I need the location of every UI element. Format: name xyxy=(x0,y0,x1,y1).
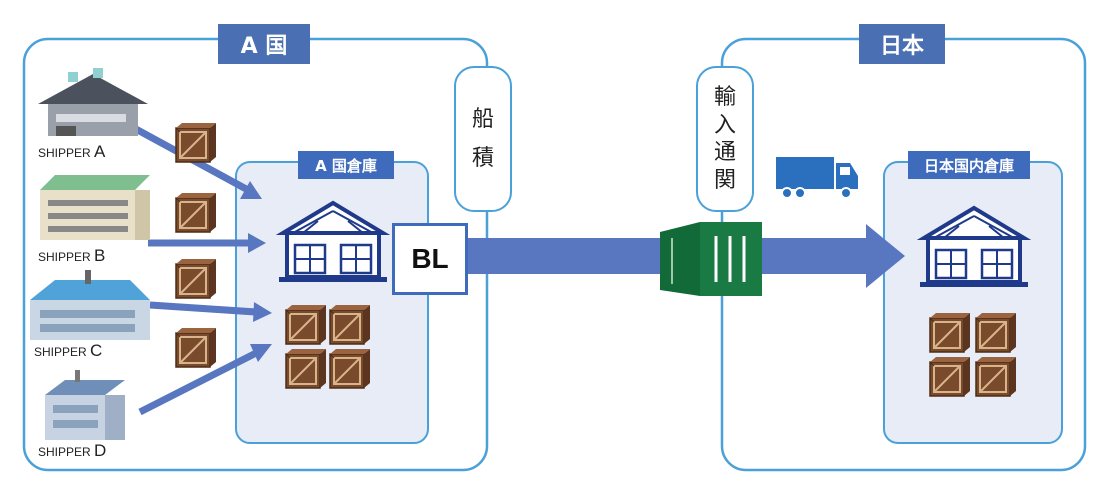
bill-of-lading-label: BL xyxy=(392,223,468,295)
shipper-letter: B xyxy=(94,246,106,265)
destination-region-title: 日本 xyxy=(859,24,945,64)
origin-crate-3 xyxy=(285,348,327,389)
crate-icon-shipper-d xyxy=(175,327,217,368)
crate-icon-shipper-c xyxy=(175,258,217,299)
import-clearance-char-1: 輸 xyxy=(713,85,736,110)
truck-icon xyxy=(776,157,858,199)
import-clearance-char-4: 関 xyxy=(713,167,736,193)
import-clearance-step-box: 輸 入 通 関 xyxy=(696,66,754,212)
crate-icon-shipper-a xyxy=(175,122,217,163)
shipper-prefix: SHIPPER xyxy=(38,250,95,264)
shipper-label-a: SHIPPER A xyxy=(38,142,105,162)
destination-crate-3 xyxy=(929,356,971,397)
arrow-shipper-c xyxy=(149,301,257,316)
loading-step-box: 船 積 xyxy=(454,66,512,212)
loading-step-char-1: 船 xyxy=(471,106,494,132)
origin-warehouse-title: A 国倉庫 xyxy=(298,151,394,179)
shipper-label-d: SHIPPER D xyxy=(38,441,106,461)
shipper-prefix: SHIPPER xyxy=(38,445,95,459)
origin-region-title: A 国 xyxy=(218,24,310,64)
arrow-shipper-c-head xyxy=(253,302,272,322)
shipper-prefix: SHIPPER xyxy=(34,345,91,359)
origin-crate-4 xyxy=(329,348,371,389)
crate-icon-shipper-b xyxy=(175,192,217,233)
origin-crate-1 xyxy=(285,304,327,345)
destination-warehouse-box xyxy=(883,161,1063,444)
import-clearance-char-3: 通 xyxy=(713,140,736,165)
arrow-shipper-a-head xyxy=(240,181,262,199)
import-clearance-char-2: 入 xyxy=(713,112,736,138)
arrow-shipper-b-head xyxy=(248,233,266,253)
shipper-label-b: SHIPPER B xyxy=(38,246,105,266)
destination-warehouse-title: 日本国内倉庫 xyxy=(908,151,1030,179)
shipper-prefix: SHIPPER xyxy=(38,146,95,160)
loading-step-char-2: 積 xyxy=(471,146,494,171)
destination-crate-2 xyxy=(975,312,1017,353)
shipper-letter: A xyxy=(94,142,106,161)
destination-crate-1 xyxy=(929,312,971,353)
destination-crate-4 xyxy=(975,356,1017,397)
factory-icon-b xyxy=(40,175,150,240)
arrow-shipper-d xyxy=(138,348,260,416)
shipper-letter: D xyxy=(94,441,107,460)
shipper-letter: C xyxy=(90,341,103,360)
shipper-label-c: SHIPPER C xyxy=(34,341,102,361)
origin-crate-2 xyxy=(329,304,371,345)
shipping-container-icon xyxy=(660,222,762,296)
arrow-shipper-d-head xyxy=(250,344,272,362)
